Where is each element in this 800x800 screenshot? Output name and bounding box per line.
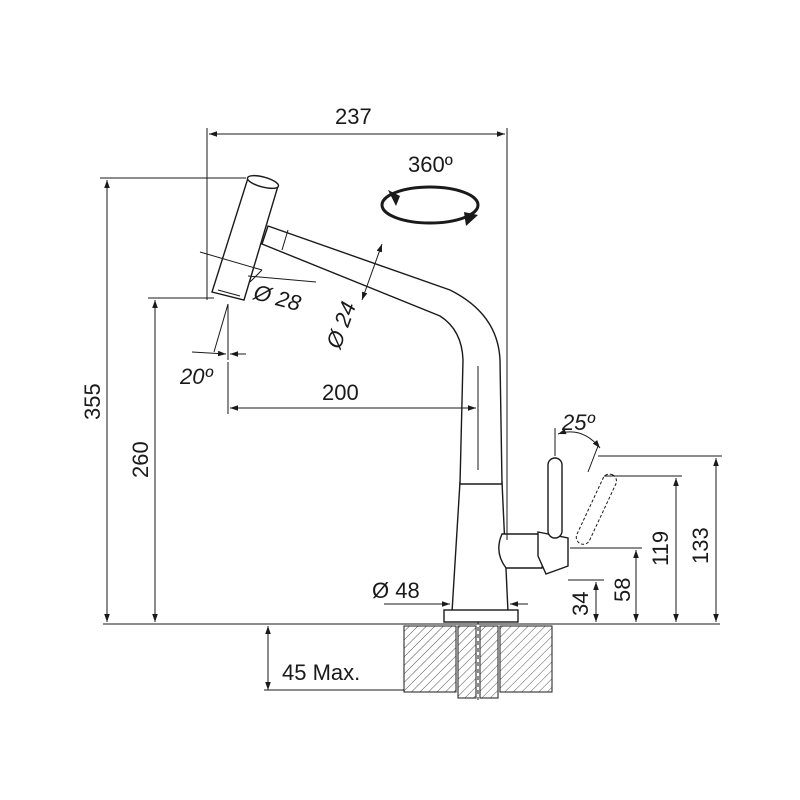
countertop-left-block [403, 625, 457, 693]
dim-height-total: 355 [80, 177, 246, 622]
rotation-indicator: 360º [380, 152, 480, 226]
rotation-label: 360º [408, 152, 453, 177]
lever-handle-open [575, 473, 617, 545]
dim-lever-heights: 133 119 58 34 [568, 455, 722, 622]
dim-mount-thickness: 45 Max. [264, 626, 404, 691]
reach-label: 200 [322, 380, 359, 405]
dim-spray-angle: 20º [179, 303, 246, 389]
width-total-label: 237 [335, 104, 372, 129]
lever-height-133-label: 133 [688, 527, 713, 564]
lever-height-58-label: 58 [610, 578, 635, 602]
lever-angle-label: 25º [561, 410, 595, 435]
dim-reach: 200 [227, 362, 476, 414]
spray-head-line [217, 289, 241, 297]
rotation-ellipse [380, 185, 480, 225]
dim-height-spout: 260 [128, 297, 214, 622]
height-total-label: 355 [80, 383, 105, 420]
countertop-right-block [499, 625, 553, 693]
base-diameter-label: Ø 48 [372, 578, 420, 603]
dim-base-diameter: Ø 48 [372, 578, 528, 607]
spout-diameter-label: Ø 24 [321, 298, 361, 352]
lever-height-119-label: 119 [648, 531, 673, 566]
faucet [211, 174, 617, 623]
rotation-arrow-icon [464, 212, 478, 226]
mount-thickness-label: 45 Max. [282, 660, 360, 685]
rotation-arrow-icon-2 [388, 190, 400, 206]
spray-head-cap [246, 174, 280, 190]
height-spout-label: 260 [128, 441, 153, 478]
lever-hub [498, 533, 547, 569]
lever-joint [537, 531, 569, 575]
dim-width-total: 237 [206, 104, 508, 540]
lever-height-34-label: 34 [568, 592, 593, 616]
faucet-spout-upper [261, 225, 503, 485]
faucet-base-plate [443, 609, 519, 623]
spout-joint [281, 229, 289, 251]
mounting-stud-right [479, 625, 499, 699]
lever-handle [547, 457, 563, 539]
spray-angle-label: 20º [179, 364, 213, 389]
spray-diameter-label: Ø 28 [250, 279, 304, 316]
mounting-stud-left [457, 625, 477, 699]
countertop-section [103, 620, 720, 700]
dim-lever-angle: 25º [554, 410, 601, 473]
